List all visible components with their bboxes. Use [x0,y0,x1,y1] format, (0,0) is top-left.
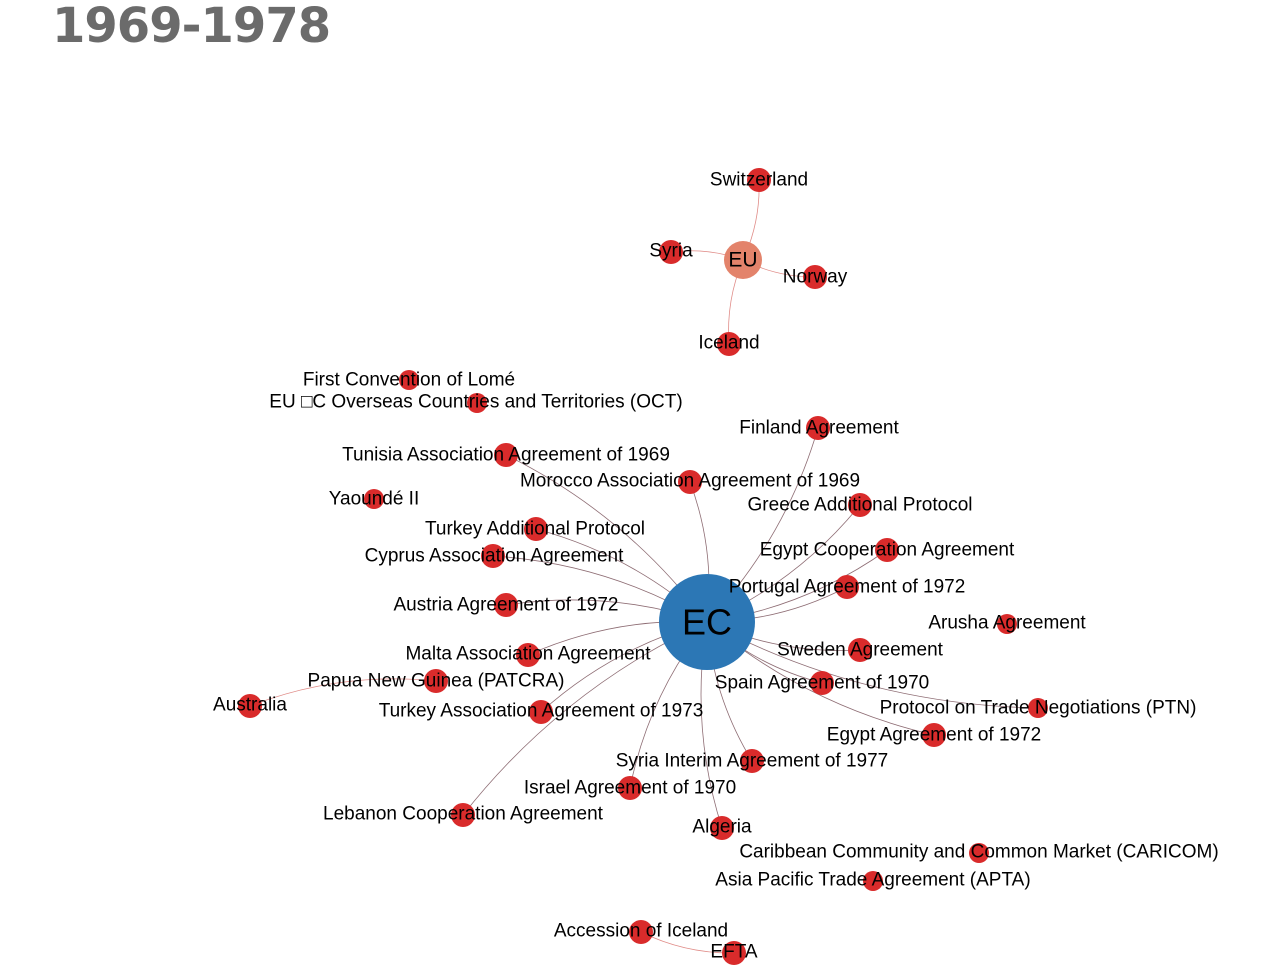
node-sweden[interactable] [848,638,872,662]
node-label-oct: EU □C Overseas Countries and Territories… [269,392,682,413]
node-label-eu: EU [728,249,757,272]
node-label-iceland: Iceland [698,333,759,354]
node-cyprus[interactable] [481,544,505,568]
node-accession-iceland[interactable] [629,920,653,944]
node-ptn[interactable] [1028,698,1048,718]
node-morocco[interactable] [678,470,702,494]
node-label-finland: Finland Agreement [739,418,899,439]
node-algeria[interactable] [710,816,734,840]
node-label-lome: First Convention of Lomé [303,370,515,391]
node-label-greece: Greece Additional Protocol [748,495,973,516]
node-label-norway: Norway [783,267,848,288]
node-label-turkey-ap: Turkey Additional Protocol [425,519,645,540]
node-label-sweden: Sweden Agreement [777,640,944,661]
edge-ec-ptn [706,621,1039,709]
node-iceland[interactable] [717,332,741,356]
node-label-australia: Australia [213,695,287,716]
node-patcra[interactable] [424,669,448,693]
node-label-apta: Asia Pacific Trade Agreement (APTA) [715,870,1030,891]
node-label-turkey-aa: Turkey Association Agreement of 1973 [379,701,704,722]
node-label-egypt-coop: Egypt Cooperation Agreement [760,540,1015,561]
edge-patcra-australia [249,678,437,707]
node-label-spain: Spain Agreement of 1970 [715,673,929,694]
node-efta[interactable] [722,941,746,965]
node-label-morocco: Morocco Association Agreement of 1969 [520,471,860,492]
node-oct[interactable] [467,393,487,413]
node-tunisia[interactable] [494,443,518,467]
node-egypt-coop[interactable] [875,538,899,562]
node-lome[interactable] [399,370,419,390]
node-label-efta: EFTA [710,942,757,963]
node-label-switzerland: Switzerland [710,170,808,191]
node-label-accession-iceland: Accession of Iceland [554,921,728,942]
node-eu[interactable] [724,241,762,279]
node-label-patcra: Papua New Guinea (PATCRA) [308,671,565,692]
node-label-syria-interim: Syria Interim Agreement of 1977 [616,751,888,772]
node-label-yaounde: Yaoundé II [329,489,420,510]
edge-layer [249,179,1039,954]
node-label-austria: Austria Agreement of 1972 [394,595,619,616]
node-portugal[interactable] [835,575,859,599]
node-caricom[interactable] [969,843,989,863]
node-malta[interactable] [516,643,540,667]
node-austria[interactable] [494,593,518,617]
node-turkey-ap[interactable] [524,517,548,541]
node-label-ec: EC [682,602,732,643]
node-yaounde[interactable] [364,489,384,509]
node-label-syria: Syria [649,241,693,262]
node-lebanon[interactable] [451,803,475,827]
node-label-tunisia: Tunisia Association Agreement of 1969 [342,445,670,466]
node-australia[interactable] [238,694,262,718]
node-label-cyprus: Cyprus Association Agreement [365,546,624,567]
node-label-lebanon: Lebanon Cooperation Agreement [323,804,604,825]
node-label-arusha: Arusha Agreement [928,613,1086,634]
node-syria-interim[interactable] [740,749,764,773]
node-turkey-aa[interactable] [529,700,553,724]
node-greece[interactable] [848,493,872,517]
node-egypt-1972[interactable] [922,723,946,747]
node-layer [238,168,1048,965]
node-label-malta: Malta Association Agreement [405,644,651,665]
node-spain[interactable] [810,671,834,695]
chart-title: 1969-1978 [52,0,331,54]
node-arusha[interactable] [997,614,1017,634]
node-label-israel: Israel Agreement of 1970 [524,778,736,799]
node-label-algeria: Algeria [692,817,752,838]
node-switzerland[interactable] [747,168,771,192]
node-israel[interactable] [618,776,642,800]
node-ec[interactable] [659,574,755,670]
node-label-portugal: Portugal Agreement of 1972 [729,577,966,598]
node-label-egypt-1972: Egypt Agreement of 1972 [827,725,1041,746]
node-finland[interactable] [806,416,830,440]
node-apta[interactable] [863,871,883,891]
node-label-caricom: Caribbean Community and Common Market (C… [739,842,1218,863]
node-label-ptn: Protocol on Trade Negotiations (PTN) [880,698,1197,719]
node-syria[interactable] [659,240,683,264]
node-norway[interactable] [803,265,827,289]
